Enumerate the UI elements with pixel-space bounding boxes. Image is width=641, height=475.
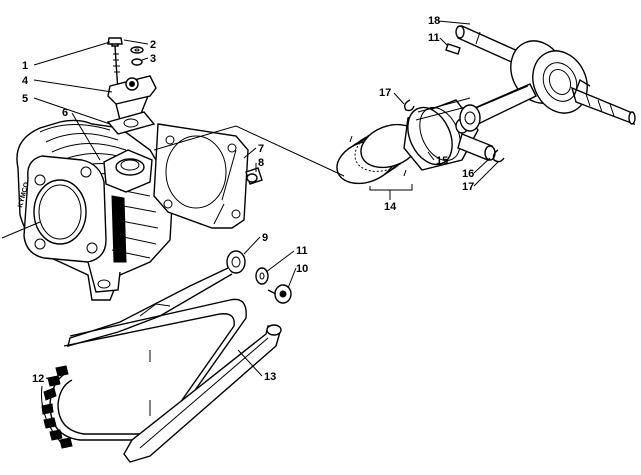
callout-11-crank: 11	[428, 32, 440, 44]
callout-6: 6	[62, 107, 68, 119]
leader-lines	[33, 20, 499, 383]
wrist-pin	[457, 133, 496, 161]
piston-ring-set	[336, 123, 420, 185]
callout-labels: 1 2 3 4 5 6 7 8 9 10 11 11 12 13 14 15 1…	[22, 15, 474, 385]
callout-17-right: 17	[462, 181, 474, 193]
cam-chain-tensioner	[107, 75, 157, 121]
callout-13: 13	[264, 371, 276, 383]
callout-9: 9	[262, 232, 268, 244]
tensioner-gasket	[106, 111, 156, 135]
guide-washer	[255, 267, 269, 285]
callout-5: 5	[22, 93, 28, 105]
cylinder-block: KYMCO	[16, 119, 173, 301]
callout-4: 4	[22, 75, 29, 87]
callout-18: 18	[428, 15, 440, 27]
dowel-pin	[245, 167, 263, 185]
callout-2: 2	[150, 39, 156, 51]
callout-7: 7	[258, 143, 264, 155]
sealing-washer	[130, 46, 144, 66]
crankshaft	[455, 25, 636, 132]
callout-3: 3	[150, 53, 156, 65]
chain-guide-lower	[123, 324, 282, 463]
callout-16: 16	[462, 168, 474, 180]
callout-12: 12	[32, 373, 44, 385]
woodruff-key	[445, 43, 461, 55]
guide-bolt	[267, 284, 292, 304]
callout-10: 10	[296, 263, 308, 275]
callout-14: 14	[384, 201, 397, 213]
cylinder-gasket	[153, 123, 249, 229]
callout-11-guide: 11	[296, 245, 308, 257]
callout-1: 1	[22, 60, 28, 72]
circlip	[403, 99, 505, 163]
callout-15: 15	[436, 155, 448, 167]
chain-guide-upper	[67, 250, 246, 347]
callout-8: 8	[258, 157, 264, 169]
callout-17-left: 17	[379, 87, 391, 99]
